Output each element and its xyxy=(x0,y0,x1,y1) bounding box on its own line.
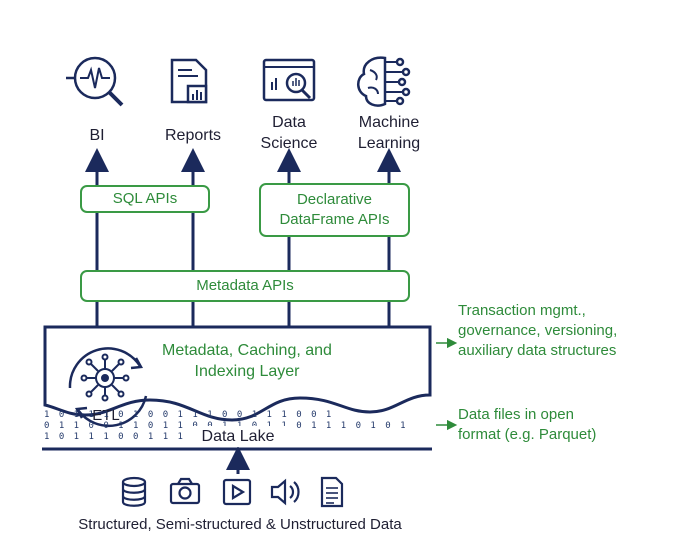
sources-caption: Structured, Semi-structured & Unstructur… xyxy=(78,516,402,533)
layer-title: Metadata, Caching, and Indexing Layer xyxy=(162,342,332,380)
camera-icon xyxy=(169,477,201,505)
reports-icon xyxy=(170,58,208,104)
note-files: Data files in open format (e.g. Parquet) xyxy=(458,406,597,443)
document-icon xyxy=(320,476,344,508)
etl-chip-icon xyxy=(80,353,130,402)
binary-bits-decoration: 1 0 1 1 1 0 0 1 1 1 0 1 1 1 0 1 0 xyxy=(44,432,289,442)
binary-bits-decoration: 1 0 1 1 1 0 1 0 0 1 1 1 0 0 1 1 1 0 0 1 xyxy=(44,410,334,420)
data-science-icon xyxy=(262,58,316,102)
machine-learning-brain-icon xyxy=(357,56,411,107)
speaker-icon xyxy=(270,478,300,506)
etl-cycle-icon xyxy=(68,347,148,428)
consumer-label-reports: Reports xyxy=(164,127,222,144)
consumer-label-bi: BI xyxy=(89,127,105,144)
consumer-label-machine-learning: Machine Learning xyxy=(357,114,421,152)
database-icon xyxy=(121,476,147,507)
sql-apis-box: SQL APIs xyxy=(80,185,210,213)
dataframe-apis-box: Declarative DataFrame APIs xyxy=(259,183,410,237)
metadata-apis-box: Metadata APIs xyxy=(80,270,410,302)
video-play-icon xyxy=(222,478,252,506)
data-lake-label: Data Lake xyxy=(188,426,288,447)
consumer-label-data-science: Data Science xyxy=(260,114,318,152)
etl-label: ETL xyxy=(92,407,120,424)
metadata-layer-box xyxy=(43,325,432,422)
note-transaction: Transaction mgmt., governance, versionin… xyxy=(458,302,618,359)
bi-magnifier-icon xyxy=(66,56,124,107)
